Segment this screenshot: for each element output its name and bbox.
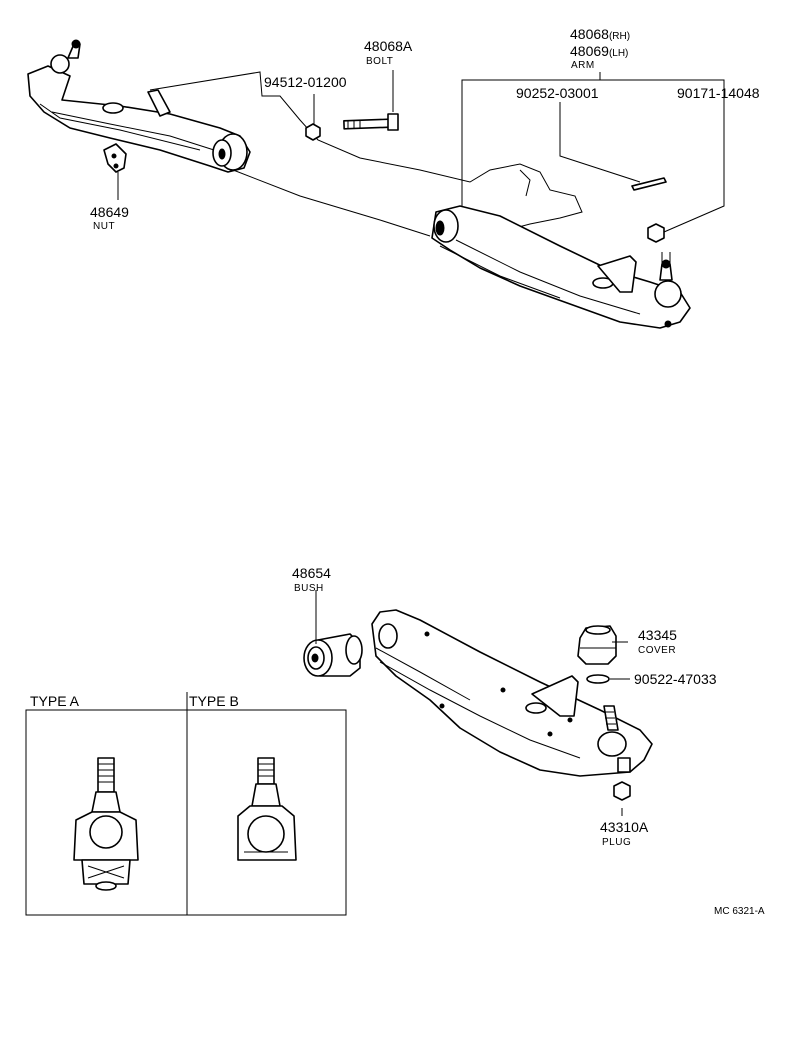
lower-arm-right: [431, 205, 691, 329]
lower-arm-bottom: [371, 609, 653, 777]
pin-part-number: 90252-03001: [516, 85, 599, 101]
arm-lh-part-number: 48069(LH): [570, 43, 628, 59]
nut-part-number: 48649: [90, 204, 129, 220]
cover-part: [577, 625, 617, 665]
cotter-pin: [631, 177, 667, 191]
cover-name-label: COVER: [638, 645, 676, 656]
castle-nut: [647, 223, 665, 243]
ring-part-number: 90522-47033: [634, 671, 717, 687]
type-a-label: TYPE A: [30, 693, 80, 709]
type-boxes: TYPE A TYPE B: [25, 692, 347, 916]
diagram-code: MC 6321-A: [714, 906, 765, 917]
leader-lines-bottom: [315, 590, 630, 816]
arm-name-label: ARM: [571, 60, 595, 71]
bush-part-number: 48654: [292, 565, 331, 581]
bolt-part-number: 48068A: [364, 38, 413, 54]
bush-part: [303, 633, 363, 677]
plate-nut: [103, 143, 127, 173]
nut-top-part-number: 94512-01200: [264, 74, 347, 90]
bush-name-label: BUSH: [294, 583, 324, 594]
frame-crossmember: [149, 71, 583, 237]
type-b-label: TYPE B: [189, 693, 239, 709]
bolt-name-label: BOLT: [366, 56, 393, 67]
type-b-ball-joint: [237, 757, 297, 861]
leader-lines-top: [117, 70, 725, 233]
bolt: [343, 113, 399, 131]
nut-hex-small: [305, 123, 321, 141]
nut-name-label: NUT: [93, 221, 115, 232]
callouts-top: 48068(RH) 48069(LH) ARM 48068A BOLT 9451…: [90, 26, 760, 232]
type-a-ball-joint: [73, 757, 139, 891]
plug-name-label: PLUG: [602, 837, 631, 848]
callouts-bottom: 48654 BUSH 43345 COVER 90522-47033 43310…: [292, 565, 717, 848]
castle-nut-part-number: 90171-14048: [677, 85, 760, 101]
plug-part-number: 43310A: [600, 819, 649, 835]
cover-part-number: 43345: [638, 627, 677, 643]
plug-part: [613, 781, 631, 801]
ring-part: [586, 674, 610, 684]
upper-arm-left: [27, 39, 251, 173]
arm-rh-part-number: 48068(RH): [570, 26, 630, 42]
